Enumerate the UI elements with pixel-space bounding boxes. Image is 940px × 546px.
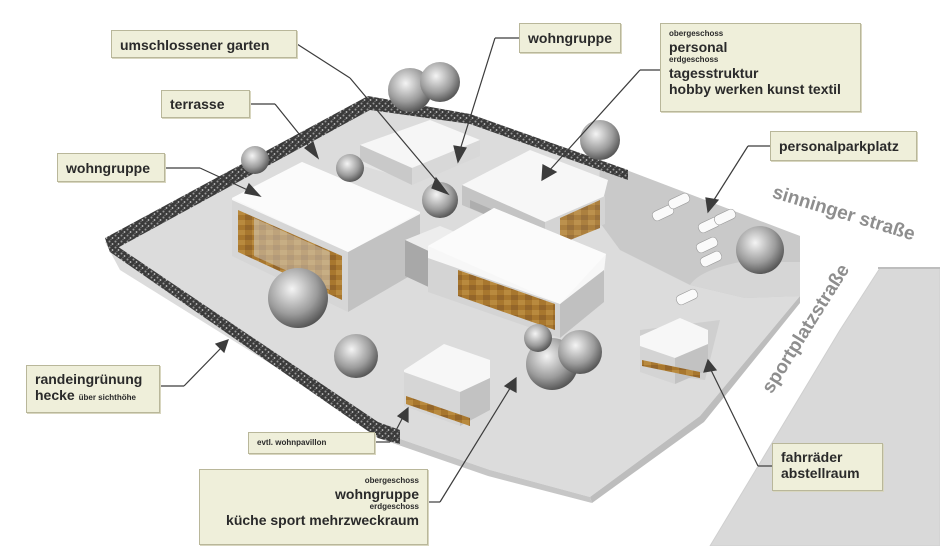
label-text: personalparkplatz — [779, 138, 899, 154]
leader-lines — [160, 37, 772, 503]
label-text: küche sport mehrzweckraum — [226, 512, 419, 528]
label-text: tagesstruktur — [669, 65, 759, 81]
label-small-text: über sichthöhe — [78, 393, 136, 402]
label-personalparkplatz: personalparkplatz — [770, 131, 917, 161]
label-text: umschlossener garten — [120, 37, 270, 53]
pavilion — [404, 344, 490, 426]
label-text: randeingrünung — [35, 371, 143, 387]
label-text-row: hecke über sichthöhe — [35, 387, 151, 406]
label-wohnpavillon: evtl. wohnpavillon — [248, 432, 375, 454]
label-text: wohngruppe — [528, 30, 612, 46]
label-umschlossener-garten: umschlossener garten — [111, 30, 297, 58]
label-text: hecke — [35, 387, 75, 403]
label-text: personal — [669, 39, 728, 55]
label-small-text: erdgeschoss — [369, 502, 419, 511]
label-personal-block: obergeschoss personal erdgeschoss tagess… — [660, 23, 861, 112]
label-text: wohngruppe — [66, 160, 150, 176]
bike-shed — [640, 318, 708, 384]
label-small-text: obergeschoss — [364, 476, 419, 485]
label-wohngruppe-left: wohngruppe — [57, 153, 165, 182]
parked-cars — [651, 192, 737, 306]
label-small-text: evtl. wohnpavillon — [257, 438, 327, 447]
label-text: abstellraum — [781, 465, 860, 481]
label-text: hobby werken kunst textil — [669, 81, 841, 97]
building-center — [428, 208, 606, 338]
label-wohngruppe-top: wohngruppe — [519, 23, 621, 53]
label-randeingruenung: randeingrünung hecke über sichthöhe — [26, 365, 160, 413]
label-terrasse: terrasse — [161, 90, 250, 118]
label-text: terrasse — [170, 96, 225, 112]
trees — [241, 62, 784, 390]
label-text: fahrräder — [781, 449, 843, 465]
label-text: wohngruppe — [335, 486, 419, 502]
label-small-text: obergeschoss — [669, 29, 724, 38]
label-small-text: erdgeschoss — [669, 55, 719, 64]
label-wohngruppe-bottom: obergeschoss wohngruppe erdgeschoss küch… — [199, 469, 428, 545]
label-fahrraeder: fahrräder abstellraum — [772, 443, 883, 491]
